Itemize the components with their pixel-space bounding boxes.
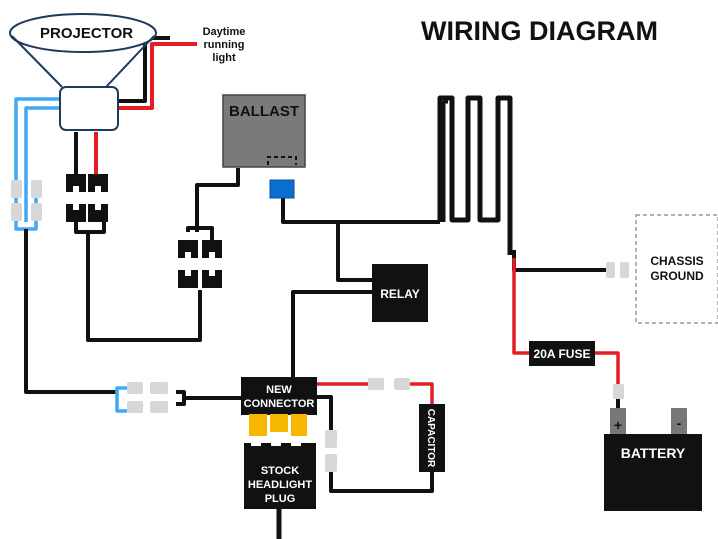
fuse-red-wire-bottom <box>594 351 620 385</box>
capacitor-red-wire <box>410 382 434 405</box>
fuse-box <box>529 341 595 366</box>
battery-box <box>604 434 702 511</box>
fuse: 20A FUSE <box>529 341 624 399</box>
ballast-plug <box>178 240 222 288</box>
projector-plug <box>66 174 108 222</box>
fuse-label: 20A FUSE <box>534 347 591 361</box>
relay-label: RELAY <box>380 287 420 301</box>
capacitor-connectors <box>325 378 410 472</box>
battery: + - BATTERY <box>604 408 702 511</box>
chassis-ground-wire <box>512 250 610 272</box>
left-connector-pair <box>11 180 42 221</box>
projector-lens <box>9 13 157 53</box>
stock-label-2: HEADLIGHT <box>248 479 312 491</box>
battery-label: BATTERY <box>621 445 686 461</box>
daytime-label-3: light <box>212 52 236 64</box>
connector-pin-right <box>291 414 307 436</box>
serpentine-wire-a <box>437 95 513 255</box>
stock-plug-body <box>244 451 316 509</box>
bottom-blue-wire <box>115 386 127 413</box>
capacitor: CAPACITOR <box>419 404 445 472</box>
new-connector: NEW CONNECTOR <box>241 377 317 436</box>
ballast-label: BALLAST <box>229 103 299 120</box>
ballast-to-plug-wire <box>195 168 240 232</box>
daytime-red-wire <box>117 42 197 110</box>
ballast: BALLAST <box>222 94 306 199</box>
battery-minus-terminal <box>671 408 687 434</box>
ballast-to-relay-wire <box>336 222 376 282</box>
projector-body <box>59 86 119 131</box>
ballast-blue-port <box>269 179 295 199</box>
stock-headlight-plug: STOCK HEADLIGHT PLUG <box>244 440 316 509</box>
ballast-box <box>222 94 306 168</box>
relay: RELAY <box>372 264 428 322</box>
left-long-black-wire <box>24 229 117 394</box>
capacitor-label: CAPACITOR <box>425 409 436 468</box>
connector-pin-left <box>249 414 267 436</box>
wires <box>14 36 620 539</box>
fuse-red-wire-top <box>512 258 530 355</box>
ballast-plug-loop <box>186 226 214 240</box>
chassis-ground-box <box>635 214 718 324</box>
ballast-port-wire <box>281 195 440 224</box>
projector-cone <box>11 35 155 88</box>
relay-box <box>372 264 428 322</box>
capacitor-black-wire <box>316 395 333 430</box>
battery-plus-terminal <box>610 408 626 434</box>
connector-pin-center <box>270 414 288 432</box>
relay-to-connector-wire <box>291 290 376 378</box>
projector-label: PROJECTOR <box>40 25 133 42</box>
projector-to-ballast-plug-wire <box>86 232 202 342</box>
bottom-connector <box>127 382 168 413</box>
fuse-battery-connector <box>613 384 624 399</box>
capacitor-body <box>419 404 445 472</box>
new-connector-label-2: CONNECTOR <box>244 398 315 410</box>
chassis-ground: CHASSIS GROUND <box>606 214 718 324</box>
blue-wire-inner <box>24 106 60 222</box>
daytime-label-1: Daytime <box>203 26 246 38</box>
projector: PROJECTOR <box>9 13 157 131</box>
stock-label-1: STOCK <box>261 465 299 477</box>
stock-label-3: PLUG <box>265 493 296 505</box>
battery-minus-sign: - <box>677 415 682 431</box>
serpentine-wire-b <box>442 100 448 222</box>
projector-black-wire <box>117 36 170 103</box>
diagram-title: WIRING DIAGRAM <box>421 16 658 46</box>
bottom-black-to-connector-wire <box>176 390 186 406</box>
battery-plus-sign: + <box>614 417 622 433</box>
new-connector-label-1: NEW <box>266 384 292 396</box>
ballast-port-outline <box>267 156 297 165</box>
chassis-label-1: CHASSIS <box>650 254 703 268</box>
new-connector-box <box>241 377 317 415</box>
daytime-label-2: running <box>204 39 245 51</box>
capacitor-return-wire <box>329 471 434 493</box>
chassis-label-2: GROUND <box>650 269 704 283</box>
